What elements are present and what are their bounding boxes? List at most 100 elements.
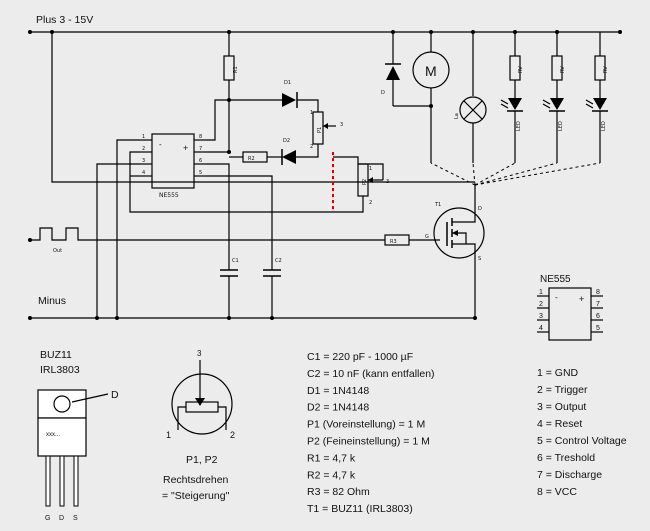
svg-text:1: 1 bbox=[142, 134, 145, 140]
motor: M bbox=[412, 32, 450, 163]
pot-note-2: = "Steigerung" bbox=[162, 490, 230, 502]
svg-text:R1: R1 bbox=[233, 66, 239, 73]
svg-text:G: G bbox=[425, 234, 429, 240]
led-branch-3: RV LED bbox=[585, 32, 609, 163]
svg-text:La: La bbox=[454, 113, 460, 119]
pin-function-item: 7 = Discharge bbox=[537, 469, 602, 481]
pot-note-1: Rechtsdrehen bbox=[163, 474, 229, 486]
pin-function-item: 6 = Treshold bbox=[537, 452, 595, 464]
ground-label: Minus bbox=[38, 295, 66, 307]
lamp: La bbox=[454, 32, 487, 163]
led-branch-2: RV LED bbox=[542, 32, 566, 163]
pin-function-item: 3 = Output bbox=[537, 401, 586, 413]
svg-text:S: S bbox=[478, 256, 481, 262]
diode-d2: D2 bbox=[281, 138, 319, 165]
svg-text:T1: T1 bbox=[434, 202, 441, 208]
output-waveform: Out bbox=[28, 227, 97, 254]
resistor-r2: R2 bbox=[229, 151, 282, 163]
freewheel-diode: D bbox=[381, 32, 431, 107]
svg-text:D: D bbox=[381, 90, 385, 96]
pin6-wire bbox=[206, 163, 230, 258]
svg-text:3: 3 bbox=[539, 313, 543, 320]
svg-text:3: 3 bbox=[142, 158, 145, 164]
svg-text:2: 2 bbox=[142, 146, 145, 152]
svg-text:2: 2 bbox=[539, 301, 543, 308]
svg-text:6: 6 bbox=[596, 313, 600, 320]
svg-text:LED: LED bbox=[558, 121, 564, 131]
svg-text:+: + bbox=[183, 143, 188, 153]
component-list-item: P1 (Voreinstellung) = 1 M bbox=[307, 419, 425, 431]
pin-function-item: 2 = Trigger bbox=[537, 384, 588, 396]
component-list-item: R1 = 4,7 k bbox=[307, 452, 356, 464]
svg-text:5: 5 bbox=[596, 325, 600, 332]
pin-function-item: 1 = GND bbox=[537, 367, 579, 379]
component-list-item: D1 = 1N4148 bbox=[307, 385, 369, 397]
svg-text:1: 1 bbox=[310, 110, 313, 116]
pinout-title: NE555 bbox=[540, 274, 571, 285]
svg-text:M: M bbox=[425, 63, 437, 79]
pin-function-list: 1 = GND 2 = Trigger 3 = Output 4 = Reset 5 =… bbox=[537, 367, 627, 498]
svg-text:RV: RV bbox=[518, 66, 524, 73]
svg-text:4: 4 bbox=[539, 325, 543, 332]
load-selector bbox=[430, 162, 601, 200]
svg-text:RV: RV bbox=[560, 66, 566, 73]
svg-text:3: 3 bbox=[340, 122, 343, 128]
svg-text:-: - bbox=[555, 293, 558, 302]
package-title-2: IRL3803 bbox=[40, 364, 80, 376]
pin-function-item: 4 = Reset bbox=[537, 418, 582, 430]
capacitor-c1: C1 bbox=[220, 258, 239, 318]
capacitor-c2: C2 bbox=[263, 258, 282, 318]
supply-rail bbox=[28, 30, 622, 34]
pot-detail: 3 1 2 P1, P2 Rechtsdrehen = "Steigerung" bbox=[162, 349, 235, 502]
svg-text:P2: P2 bbox=[362, 179, 368, 185]
mosfet-t1: T1 G D S bbox=[425, 200, 485, 318]
svg-text:+: + bbox=[579, 294, 584, 304]
svg-text:2: 2 bbox=[230, 430, 235, 440]
reset-wire bbox=[51, 32, 475, 183]
ne555-pinout: NE555 - + 1 2 3 4 8 7 6 5 bbox=[537, 274, 603, 341]
pot-p1: P1 1 2 3 bbox=[310, 110, 343, 150]
pin3-wire bbox=[96, 163, 140, 240]
svg-text:-: - bbox=[159, 140, 162, 149]
component-list-item: T1 = BUZ11 (IRL3803) bbox=[307, 503, 413, 515]
out-label: Out bbox=[53, 248, 62, 254]
component-list-item: R2 = 4,7 k bbox=[307, 469, 356, 481]
svg-text:1: 1 bbox=[539, 289, 543, 296]
pot-caption: P1, P2 bbox=[186, 454, 218, 466]
svg-text:4: 4 bbox=[142, 170, 145, 176]
svg-text:RV: RV bbox=[603, 66, 609, 73]
svg-text:2: 2 bbox=[369, 200, 372, 206]
svg-text:6: 6 bbox=[199, 158, 202, 164]
svg-text:3: 3 bbox=[386, 179, 389, 185]
svg-text:D: D bbox=[478, 206, 482, 212]
component-list-item: C2 = 10 nF (kann entfallen) bbox=[307, 368, 435, 380]
svg-text:xxx...: xxx... bbox=[46, 432, 60, 438]
svg-text:D: D bbox=[59, 515, 64, 522]
svg-text:D: D bbox=[111, 389, 119, 401]
svg-text:G: G bbox=[45, 515, 50, 522]
package-title-1: BUZ11 bbox=[40, 349, 72, 361]
svg-text:7: 7 bbox=[596, 301, 600, 308]
svg-text:LED: LED bbox=[601, 121, 607, 131]
component-list-item: P2 (Feineinstellung) = 1 M bbox=[307, 436, 430, 448]
svg-text:C1: C1 bbox=[232, 258, 239, 264]
svg-text:C2: C2 bbox=[275, 258, 282, 264]
svg-text:D2: D2 bbox=[283, 138, 290, 144]
svg-text:5: 5 bbox=[199, 170, 202, 176]
mosfet-package: BUZ11 IRL3803 D xxx... G D S bbox=[37, 349, 119, 522]
pin2-wire bbox=[129, 151, 333, 213]
supply-label: Plus 3 - 15V bbox=[36, 14, 93, 26]
svg-text:1: 1 bbox=[166, 430, 171, 440]
pin-function-item: 5 = Control Voltage bbox=[537, 435, 627, 447]
ic-name: NE555 bbox=[159, 192, 179, 199]
component-list-item: R3 = 82 Ohm bbox=[307, 486, 370, 498]
svg-text:R3: R3 bbox=[390, 239, 397, 245]
svg-text:D1: D1 bbox=[284, 80, 291, 86]
pin-function-item: 8 = VCC bbox=[537, 486, 577, 498]
svg-text:8: 8 bbox=[596, 289, 600, 296]
diode-d1: D1 bbox=[229, 80, 319, 112]
ground-rail bbox=[28, 316, 477, 320]
led-branch-1: RV LED bbox=[500, 32, 524, 163]
